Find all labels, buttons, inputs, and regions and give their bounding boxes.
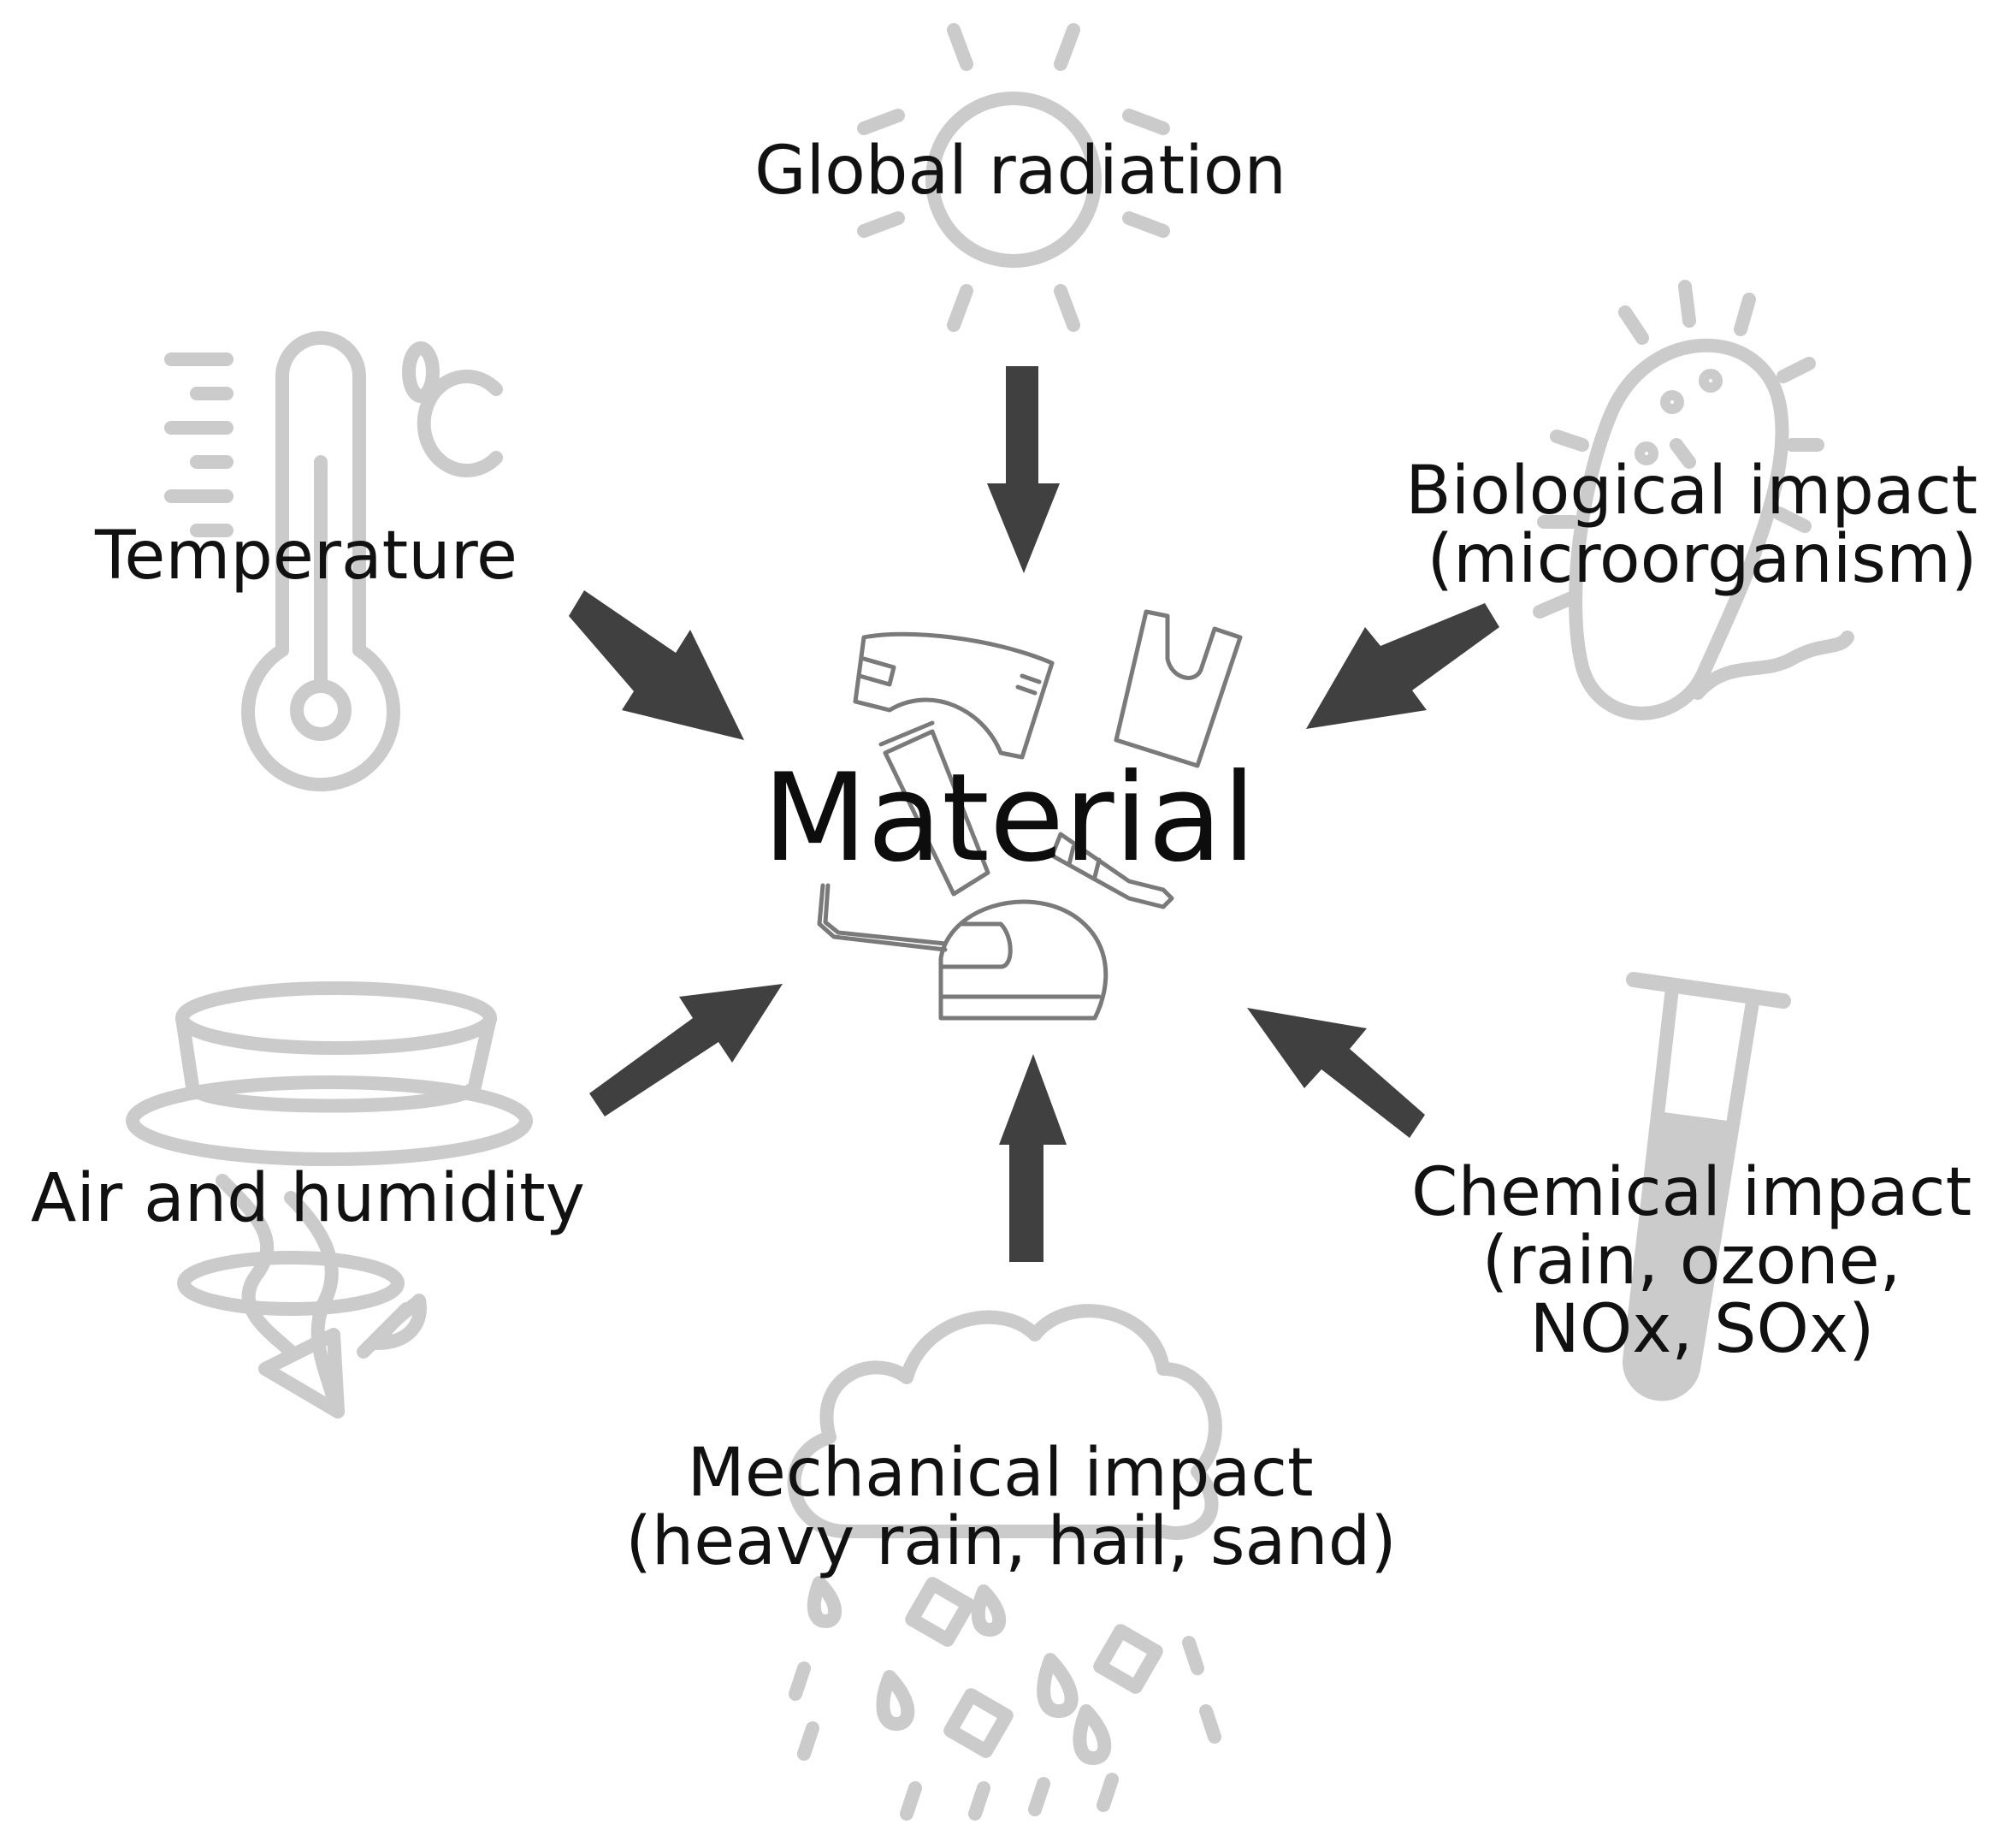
mechanical-impact-label-line-2: (heavy rain, hail, sand) xyxy=(625,1503,1396,1580)
global-radiation-label: Global radiation xyxy=(754,133,1286,210)
arrow-from-air-and-humidity xyxy=(589,984,783,1116)
thermometer-icon xyxy=(164,331,503,792)
chemical-impact-label-line-2: (rain, ozone, xyxy=(1482,1223,1901,1300)
mechanical-impact-label-line-1: Mechanical impact xyxy=(688,1435,1314,1512)
sun-icon xyxy=(857,23,1170,332)
arrow-from-mechanical-impact xyxy=(999,1054,1067,1262)
hail-cloud-icon xyxy=(787,1304,1222,1821)
biological-impact-label-line-2: (microorganism) xyxy=(1428,521,1978,598)
temperature-label: Temperature xyxy=(94,518,517,595)
tornado-icon xyxy=(126,981,533,1418)
arrow-from-global-radiation xyxy=(987,366,1060,573)
arrow-from-temperature xyxy=(569,590,744,740)
arrow-from-chemical-impact xyxy=(1247,1008,1425,1138)
temperature-label-line: Temperature xyxy=(94,518,517,595)
arrow-from-biological-impact xyxy=(1306,603,1499,729)
biological-impact-label-line-1: Biological impact xyxy=(1405,453,1978,530)
bacterium-icon xyxy=(1533,280,1854,720)
mechanical-impact-label: Mechanical impact (heavy rain, hail, san… xyxy=(625,1435,1396,1580)
material-label: Material xyxy=(763,748,1256,889)
chemical-impact-label-line-3: NOx, SOx) xyxy=(1530,1291,1875,1368)
material-objects-icon xyxy=(817,609,1243,1021)
air-and-humidity-label: Air and humidity xyxy=(31,1160,585,1237)
biological-impact-label: Biological impact (microorganism) xyxy=(1405,453,1999,598)
chemical-impact-label: Chemical impact (rain, ozone, NOx, SOx) xyxy=(1411,1154,1993,1368)
global-radiation-label-line: Global radiation xyxy=(754,133,1286,210)
chemical-impact-label-line-1: Chemical impact xyxy=(1411,1154,1972,1231)
air-and-humidity-label-line: Air and humidity xyxy=(31,1160,585,1237)
test-tube-icon xyxy=(1622,972,1791,1401)
